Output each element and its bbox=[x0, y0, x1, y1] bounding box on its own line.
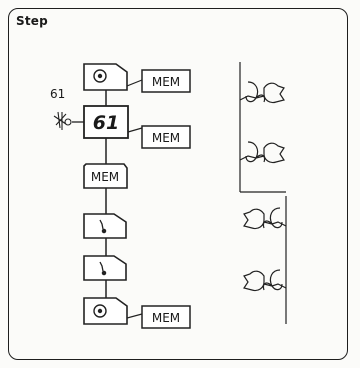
tulip-icon bbox=[240, 142, 284, 163]
mem-label: MEM bbox=[91, 170, 119, 184]
mem-label: MEM bbox=[152, 75, 180, 89]
tulip-icon bbox=[244, 208, 286, 229]
start-key-bottom[interactable] bbox=[84, 298, 127, 324]
pattern-display: 61 bbox=[84, 106, 128, 138]
step-key-2[interactable] bbox=[84, 256, 126, 280]
mem-key-4[interactable]: MEM bbox=[142, 306, 190, 328]
step-key-1[interactable] bbox=[84, 214, 126, 238]
mem-key-3[interactable]: MEM bbox=[84, 164, 127, 188]
pattern-number-label: 61 bbox=[50, 87, 65, 101]
mem-key-1[interactable]: MEM bbox=[142, 70, 190, 92]
start-key-top[interactable] bbox=[84, 64, 127, 90]
stitch-symbol-icon bbox=[54, 112, 71, 130]
display-value: 61 bbox=[93, 112, 119, 134]
tulip-icon bbox=[240, 82, 284, 103]
mem-label: MEM bbox=[152, 311, 180, 325]
tulip-icon bbox=[244, 270, 286, 291]
mem-label: MEM bbox=[152, 131, 180, 145]
mem-key-2[interactable]: MEM bbox=[142, 126, 190, 148]
pattern-preview bbox=[240, 62, 286, 324]
